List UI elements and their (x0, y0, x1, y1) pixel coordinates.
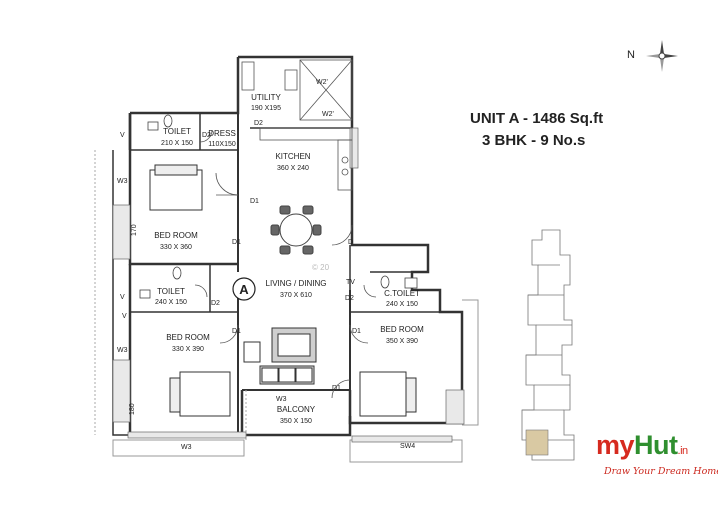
dress-name: DRESS (208, 129, 236, 138)
living-name: LIVING / DINING (266, 279, 327, 288)
tag-d1-bed2: D1 (232, 328, 241, 335)
logo-tagline: Draw Your Dream Home (604, 466, 718, 477)
ctoilet-size: 240 X 150 (386, 301, 418, 308)
svg-text:A: A (239, 282, 249, 297)
tag-d2-toilet2: D2 (211, 300, 220, 307)
unit-config-label: 3 BHK - 9 No.s (482, 132, 586, 149)
tag-d1-kitchen: D1 (250, 198, 259, 205)
tag-d2-utility: D2 (254, 120, 263, 127)
tag-w3-2: W3 (117, 347, 128, 354)
toilet1-size: 210 X 150 (161, 140, 193, 147)
logo-hut: Hut (634, 430, 678, 460)
bed1-name: BED ROOM (154, 231, 198, 240)
tag-w2-b: W2' (322, 111, 334, 118)
tag-tv: TV (346, 279, 355, 286)
tag-v1: V (120, 132, 125, 139)
logo-my: my (596, 430, 635, 460)
tag-dim-170: 170 (131, 224, 138, 236)
tag-w3-balcony: W3 (276, 396, 287, 403)
tag-w2-a: W2' (316, 79, 328, 86)
tag-v2: V (120, 294, 125, 301)
toilet1-name: TOILET (163, 127, 191, 136)
kitchen-name: KITCHEN (275, 152, 310, 161)
unit-marker: A (232, 277, 256, 301)
logo-tld: .in (677, 445, 689, 457)
toilet2-name: TOILET (157, 287, 185, 296)
tag-sw4: SW4 (400, 443, 415, 450)
bed3-name: BED ROOM (380, 325, 424, 334)
toilet2-size: 240 X 150 (155, 299, 187, 306)
living-size: 370 X 610 (280, 292, 312, 299)
bed1-size: 330 X 360 (160, 244, 192, 251)
dress-size: 110X150 (208, 141, 236, 148)
tag-d2-ctoilet: D2 (345, 295, 354, 302)
logo-wordmark: myHut.in (596, 430, 714, 466)
unit-area-label: UNIT A - 1486 Sq.ft (470, 110, 604, 127)
bed3-size: 350 X 390 (386, 338, 418, 345)
kitchen-size: 360 X 240 (277, 165, 309, 172)
north-label: N (627, 49, 635, 61)
tag-v3: V (122, 313, 127, 320)
tag-dim-180: 180 (129, 403, 136, 415)
watermark: © 20 (312, 263, 330, 272)
bed2-size: 330 X 390 (172, 346, 204, 353)
bed2-name: BED ROOM (166, 333, 210, 342)
tag-d1-bed3: D1 (352, 328, 361, 335)
key-plan-map (521, 229, 575, 461)
balcony-size: 350 X 150 (280, 418, 312, 425)
tag-d1-bed1: D1 (232, 239, 241, 246)
tag-d-right: D (348, 239, 353, 246)
utility-name: UTILITY (251, 93, 281, 102)
tag-d1-balcony: D1 (332, 385, 341, 392)
utility-size: 190 X195 (251, 105, 281, 112)
north-compass: N (627, 39, 687, 73)
tag-w3-bottom: W3 (181, 444, 192, 451)
myhut-logo: myHut.in Draw Your Dream Home (596, 430, 718, 490)
tag-d2-dress: D2 (202, 132, 211, 139)
unit-title: UNIT A - 1486 Sq.ft 3 BHK - 9 No.s (470, 108, 603, 152)
tag-w3-1: W3 (117, 178, 128, 185)
compass-star-icon (646, 40, 678, 72)
ctoilet-name: C.TOILET (384, 289, 420, 298)
balcony-name: BALCONY (277, 405, 316, 414)
